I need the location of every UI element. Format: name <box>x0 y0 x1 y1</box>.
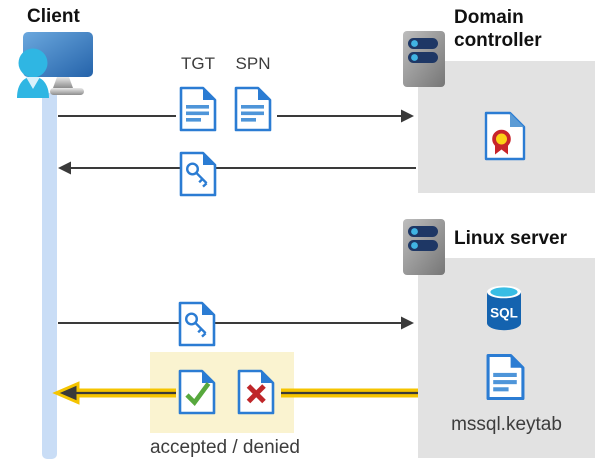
keytab-document-icon <box>485 352 526 402</box>
linux-server-title: Linux server <box>454 228 567 249</box>
spn-label: SPN <box>235 54 271 73</box>
arrow-ticket-granted <box>58 161 416 175</box>
check-document-icon <box>177 368 217 416</box>
certificate-document-icon <box>483 110 527 162</box>
keytab-filename-label: mssql.keytab <box>451 414 562 435</box>
person-head <box>18 48 48 78</box>
sql-database-icon: SQL <box>485 283 523 333</box>
server-rack-icon <box>402 218 446 276</box>
key-document-icon <box>178 150 218 198</box>
tgt-label: TGT <box>181 54 215 73</box>
domain-controller-title: Domain controller <box>454 7 542 51</box>
client-workstation-icon <box>12 30 98 98</box>
client-timeline-bar <box>42 93 57 459</box>
result-label: accepted / denied <box>149 437 300 458</box>
key-document-icon <box>177 300 217 348</box>
arrow-present-ticket <box>58 316 414 330</box>
sql-cylinder-label: SQL <box>490 306 518 321</box>
cross-document-icon <box>236 368 276 416</box>
client-title: Client <box>27 6 80 27</box>
server-rack-icon <box>402 30 446 88</box>
tgt-document-icon <box>178 85 218 133</box>
spn-document-icon <box>233 85 273 133</box>
